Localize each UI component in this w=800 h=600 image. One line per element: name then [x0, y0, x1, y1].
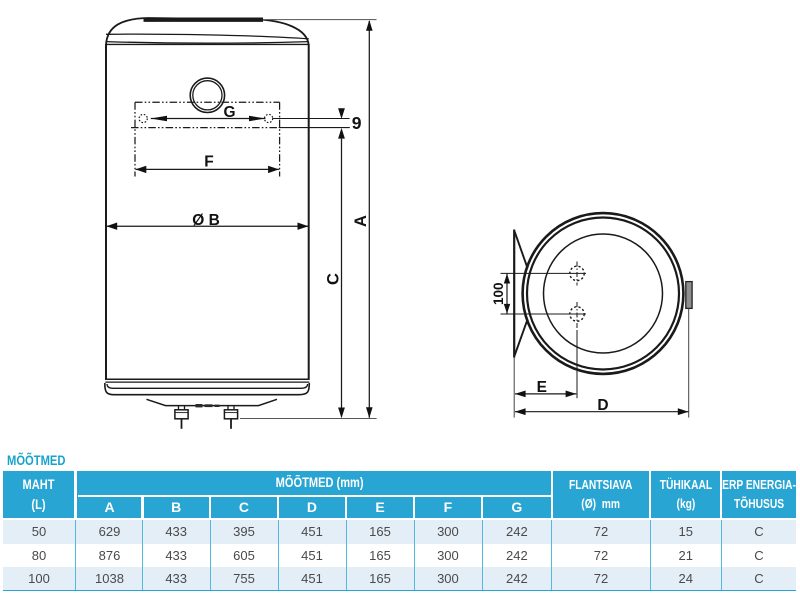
svg-text:A: A [352, 215, 370, 227]
svg-text:100: 100 [491, 282, 506, 305]
svg-text:D: D [597, 397, 608, 414]
svg-text:E: E [537, 379, 547, 396]
svg-text:9: 9 [352, 113, 362, 133]
svg-text:F: F [204, 153, 213, 170]
svg-text:G: G [223, 104, 235, 121]
svg-text:C: C [324, 273, 342, 285]
svg-text:Ø B: Ø B [192, 212, 220, 229]
